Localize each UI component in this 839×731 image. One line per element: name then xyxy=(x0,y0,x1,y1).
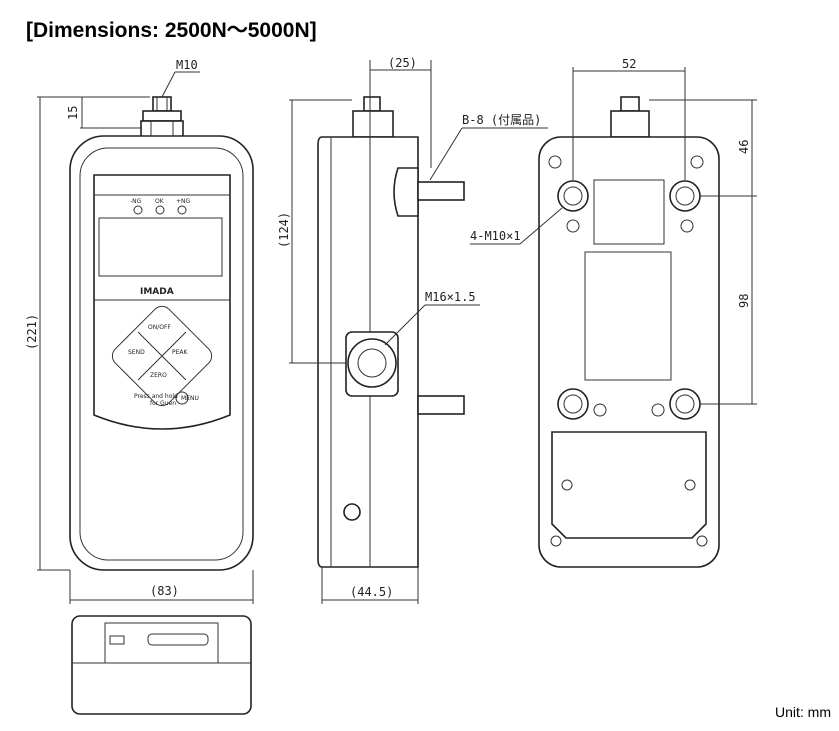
menu-label: MENU xyxy=(181,395,199,402)
mount-hole-tr xyxy=(669,180,701,212)
led-plus-ng-label: +NG xyxy=(176,198,191,205)
front-nut-bottom xyxy=(140,120,184,138)
bottom-body xyxy=(71,615,252,715)
button-pad: ON/OFF SEND PEAK ZERO xyxy=(111,305,213,407)
side-nut xyxy=(352,110,394,138)
accessory-b8-pin xyxy=(417,181,465,201)
side-lower-pin xyxy=(417,395,465,415)
side-thread-stud xyxy=(363,96,381,112)
mount-hole-tl xyxy=(557,180,589,212)
side-m16-hole xyxy=(357,348,387,378)
front-body-inner xyxy=(79,147,244,561)
dim-83: (83) xyxy=(150,584,179,598)
front-thread-stud xyxy=(152,96,172,112)
back-view: 52 46 98 4-M10×1 xyxy=(470,57,757,568)
dim-221: (221) xyxy=(25,314,39,350)
btn-peak-label: PEAK xyxy=(172,349,189,356)
dim-25: (25) xyxy=(388,56,417,70)
btn-onoff-label: ON/OFF xyxy=(148,324,171,331)
unit-label: Unit: mm xyxy=(775,704,831,720)
front-display xyxy=(98,217,223,277)
screw-2 xyxy=(690,155,704,169)
led-ok xyxy=(155,205,165,215)
front-panel xyxy=(93,174,231,430)
bottom-usb-port xyxy=(109,635,125,645)
led-minus-ng-label: -NG xyxy=(130,198,142,205)
screw-4 xyxy=(680,219,694,233)
front-nut-top xyxy=(142,110,182,122)
dim-98: 98 xyxy=(737,294,751,308)
brand-logo: IMADA xyxy=(140,287,174,297)
btn-send-label: SEND xyxy=(128,349,145,356)
bottom-connector-plate xyxy=(104,622,219,664)
side-view: (25) (124) (44.5) B-8 (付属品) M16×1.5 xyxy=(277,56,548,604)
diagram-title: [Dimensions: 2500N〜5000N] xyxy=(26,19,317,42)
hint-label-2: for Guen xyxy=(150,400,176,407)
screw-1 xyxy=(548,155,562,169)
mount-hole-br xyxy=(669,388,701,420)
led-plus-ng xyxy=(177,205,187,215)
led-minus-ng xyxy=(133,205,143,215)
dim-4-m10: 4-M10×1 xyxy=(470,229,521,243)
screw-5 xyxy=(593,403,607,417)
led-ok-label: OK xyxy=(155,198,165,205)
back-thread-stud xyxy=(620,96,640,112)
dim-44-5: (44.5) xyxy=(350,585,393,599)
bottom-view xyxy=(71,615,252,715)
side-m16-ring xyxy=(347,338,397,388)
accessory-b8 xyxy=(393,167,419,217)
back-label-plate-1 xyxy=(593,179,665,245)
dim-52: 52 xyxy=(622,57,636,71)
dim-b8: B-8 (付属品) xyxy=(462,113,541,127)
mount-hole-bl xyxy=(557,388,589,420)
dim-m10: M10 xyxy=(176,58,198,72)
menu-button xyxy=(175,391,189,405)
hint-label: Press and hold xyxy=(134,393,178,400)
front-view: -NG OK +NG IMADA ON/OFF SEND PEAK ZERO P… xyxy=(25,58,254,604)
btn-zero-label: ZERO xyxy=(150,372,167,379)
screw-6 xyxy=(651,403,665,417)
screw-3 xyxy=(566,219,580,233)
dim-46: 46 xyxy=(737,140,751,154)
back-nut xyxy=(610,110,650,138)
battery-cover xyxy=(551,431,707,539)
dim-15: 15 xyxy=(66,106,80,120)
side-screw xyxy=(343,503,361,521)
back-label-plate-2 xyxy=(584,251,672,381)
bottom-dsub-port xyxy=(147,633,209,646)
dim-m16: M16×1.5 xyxy=(425,290,476,304)
dim-124: (124) xyxy=(277,212,291,248)
